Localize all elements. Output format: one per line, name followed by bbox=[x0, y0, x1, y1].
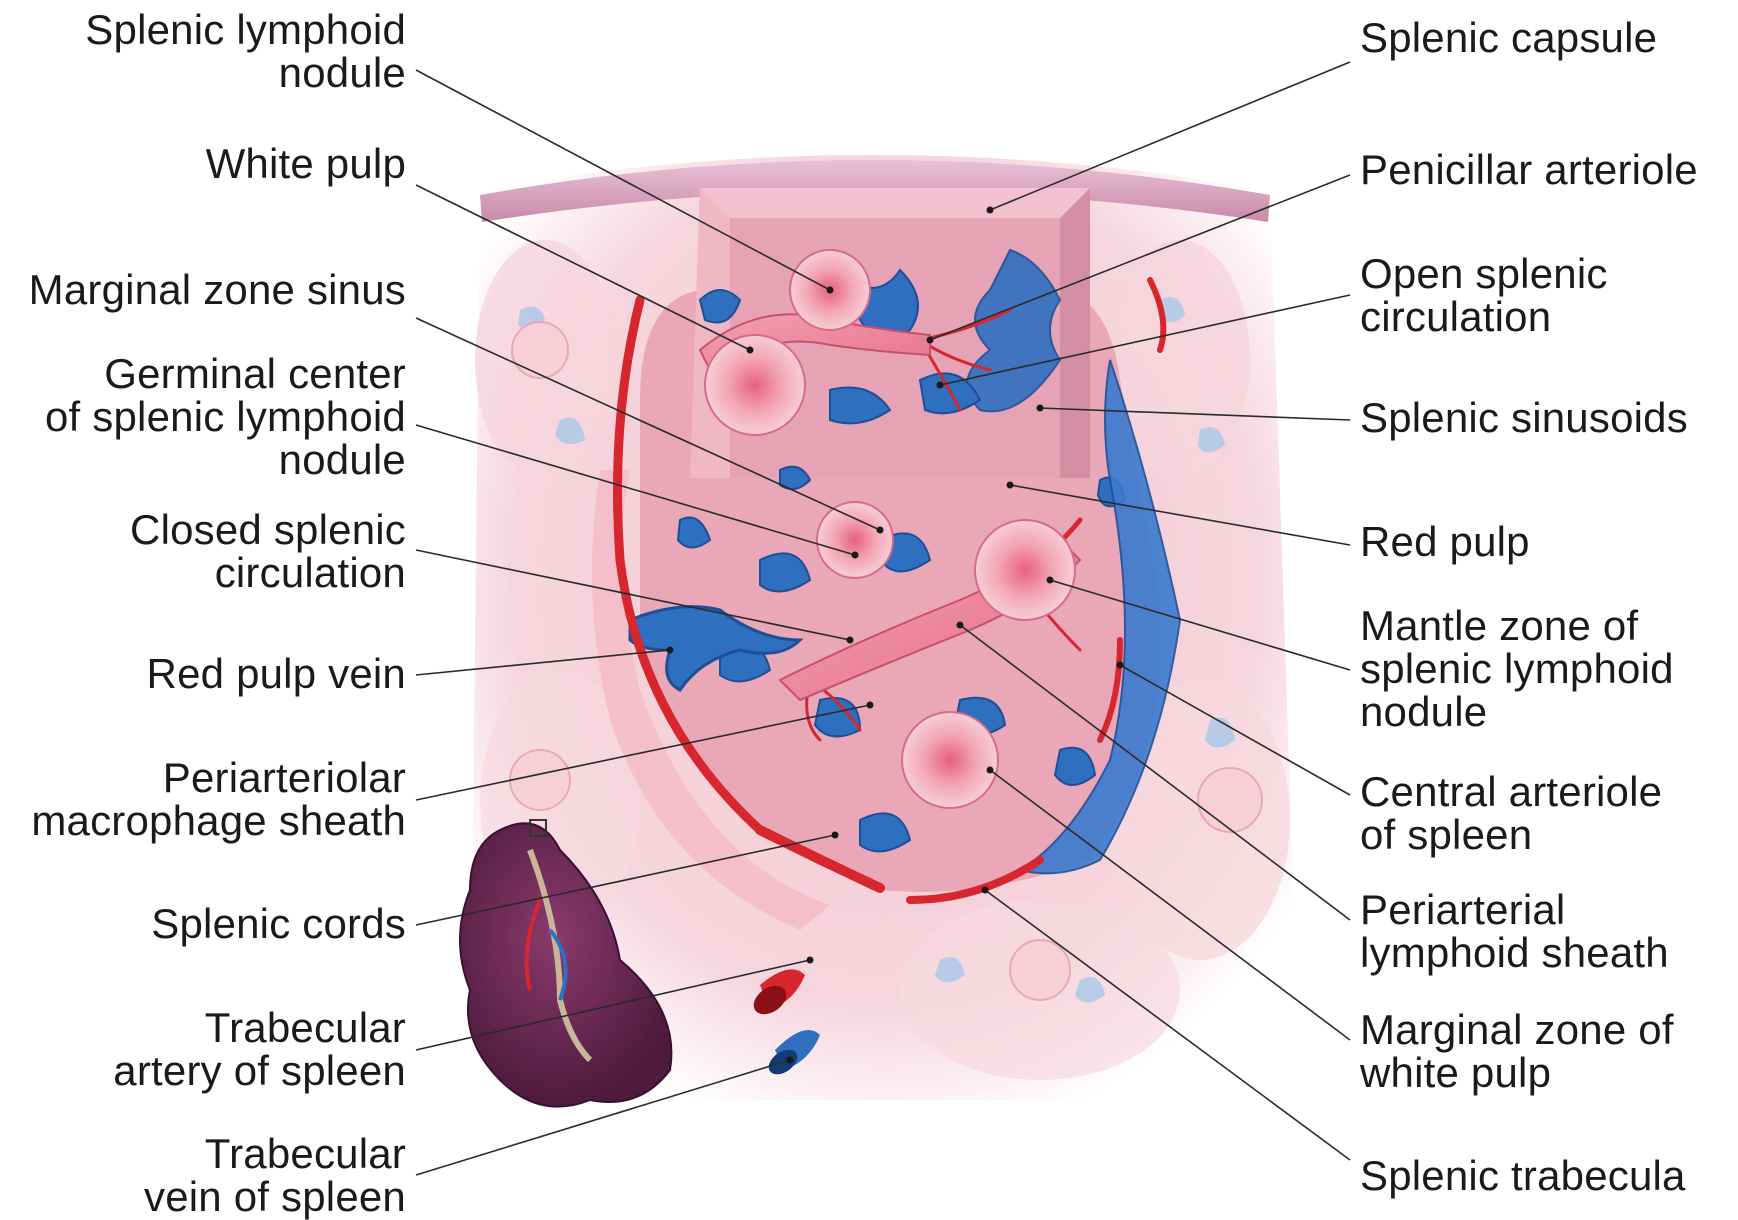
label-marginal-zone-sinus: Marginal zone sinus bbox=[29, 268, 406, 311]
label-trabecular-vein: Trabecular vein of spleen bbox=[144, 1132, 406, 1218]
label-white-pulp: White pulp bbox=[206, 142, 406, 185]
label-red-pulp-vein: Red pulp vein bbox=[147, 652, 406, 695]
label-splenic-capsule: Splenic capsule bbox=[1360, 16, 1657, 59]
label-central-arteriole: Central arteriole of spleen bbox=[1360, 770, 1662, 856]
label-red-pulp: Red pulp bbox=[1360, 520, 1530, 563]
label-germinal-center: Germinal center of splenic lymphoid nodu… bbox=[45, 352, 406, 481]
label-closed-splenic-circulation: Closed splenic circulation bbox=[130, 508, 406, 594]
label-splenic-lymphoid-nodule: Splenic lymphoid nodule bbox=[85, 8, 406, 94]
label-penicillar-arteriole: Penicillar arteriole bbox=[1360, 148, 1698, 191]
label-periarteriolar-macrophage-sheath: Periarteriolar macrophage sheath bbox=[31, 756, 406, 842]
label-periarterial-lymphoid-sheath: Periarterial lymphoid sheath bbox=[1360, 888, 1669, 974]
label-trabecular-artery: Trabecular artery of spleen bbox=[113, 1006, 406, 1092]
label-mantle-zone: Mantle zone of splenic lymphoid nodule bbox=[1360, 604, 1674, 733]
label-splenic-cords: Splenic cords bbox=[151, 902, 406, 945]
label-open-splenic-circulation: Open splenic circulation bbox=[1360, 252, 1608, 338]
label-marginal-zone-white-pulp: Marginal zone of white pulp bbox=[1360, 1008, 1674, 1094]
label-splenic-sinusoids: Splenic sinusoids bbox=[1360, 396, 1688, 439]
label-splenic-trabecula: Splenic trabecula bbox=[1360, 1154, 1686, 1197]
